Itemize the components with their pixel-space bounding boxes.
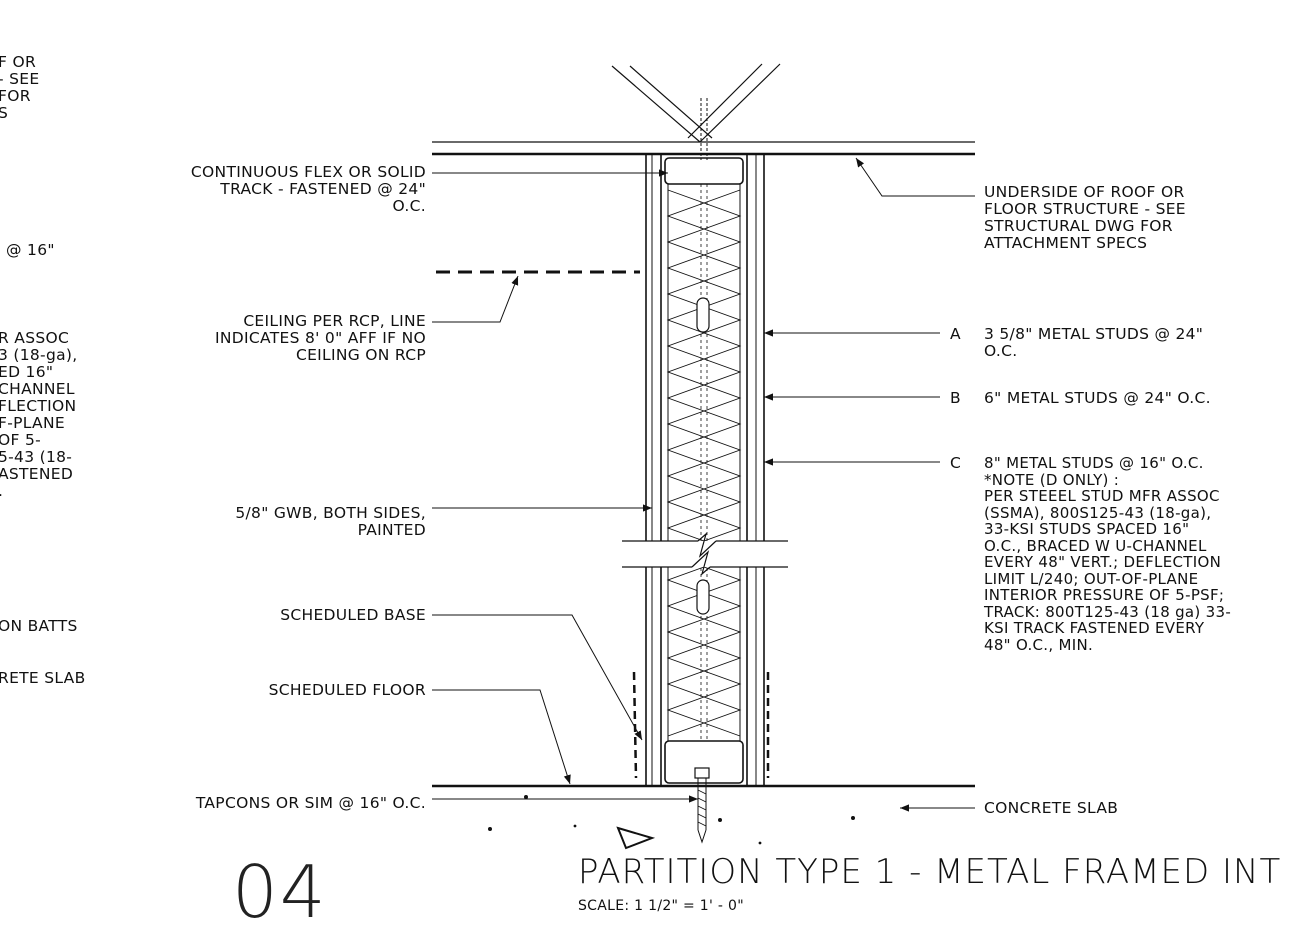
- callout-top-track: CONTINUOUS FLEX OR SOLID TRACK - FASTENE…: [190, 163, 426, 215]
- left-fragment-studs-note: @ 16": [6, 241, 55, 259]
- left-fragment-batts: ON BATTS: [0, 617, 78, 635]
- left-leaders: [432, 169, 698, 803]
- roof-structure: [432, 63, 975, 156]
- detail-number: 04: [232, 850, 328, 934]
- floor-slab: [432, 767, 975, 850]
- detail-title: PARTITION TYPE 1 - METAL FRAMED INT: [578, 852, 1282, 892]
- callout-gwb: 5/8" GWB, BOTH SIDES, PAINTED: [235, 504, 426, 539]
- callout-tapcons: TAPCONS OR SIM @ 16" O.C.: [195, 794, 426, 812]
- detail-scale: SCALE: 1 1/2" = 1' - 0": [578, 898, 744, 914]
- right-leaders: [764, 157, 975, 812]
- callout-letter-b: B: [950, 389, 961, 407]
- callout-ceiling: CEILING PER RCP, LINE INDICATES 8' 0" AF…: [215, 312, 426, 364]
- left-fragment-slab: RETE SLAB: [0, 669, 86, 687]
- callout-studs-a: 3 5/8" METAL STUDS @ 24" O.C.: [984, 325, 1204, 360]
- callout-studs-c: 8" METAL STUDS @ 16" O.C. *NOTE (D ONLY)…: [984, 454, 1232, 654]
- callout-roof-structure: UNDERSIDE OF ROOF OR FLOOR STRUCTURE - S…: [984, 183, 1186, 252]
- wall-assembly: [645, 98, 765, 786]
- callout-letter-a: A: [950, 325, 961, 343]
- callout-scheduled-floor: SCHEDULED FLOOR: [268, 681, 426, 699]
- callout-studs-b: 6" METAL STUDS @ 24" O.C.: [984, 389, 1211, 407]
- left-fragment-roof-note: F OR - SEE FOR S: [0, 53, 40, 122]
- callout-scheduled-base: SCHEDULED BASE: [280, 606, 426, 624]
- scheduled-base-lines: [632, 671, 770, 779]
- break-line: [622, 532, 788, 576]
- callout-letter-c: C: [950, 454, 962, 472]
- slab-aggregate-dots: [488, 795, 855, 845]
- callout-concrete-slab: CONCRETE SLAB: [984, 799, 1119, 817]
- left-fragment-stud-spec: R ASSOC 3 (18-ga), ED 16" CHANNEL FLECTI…: [0, 329, 78, 500]
